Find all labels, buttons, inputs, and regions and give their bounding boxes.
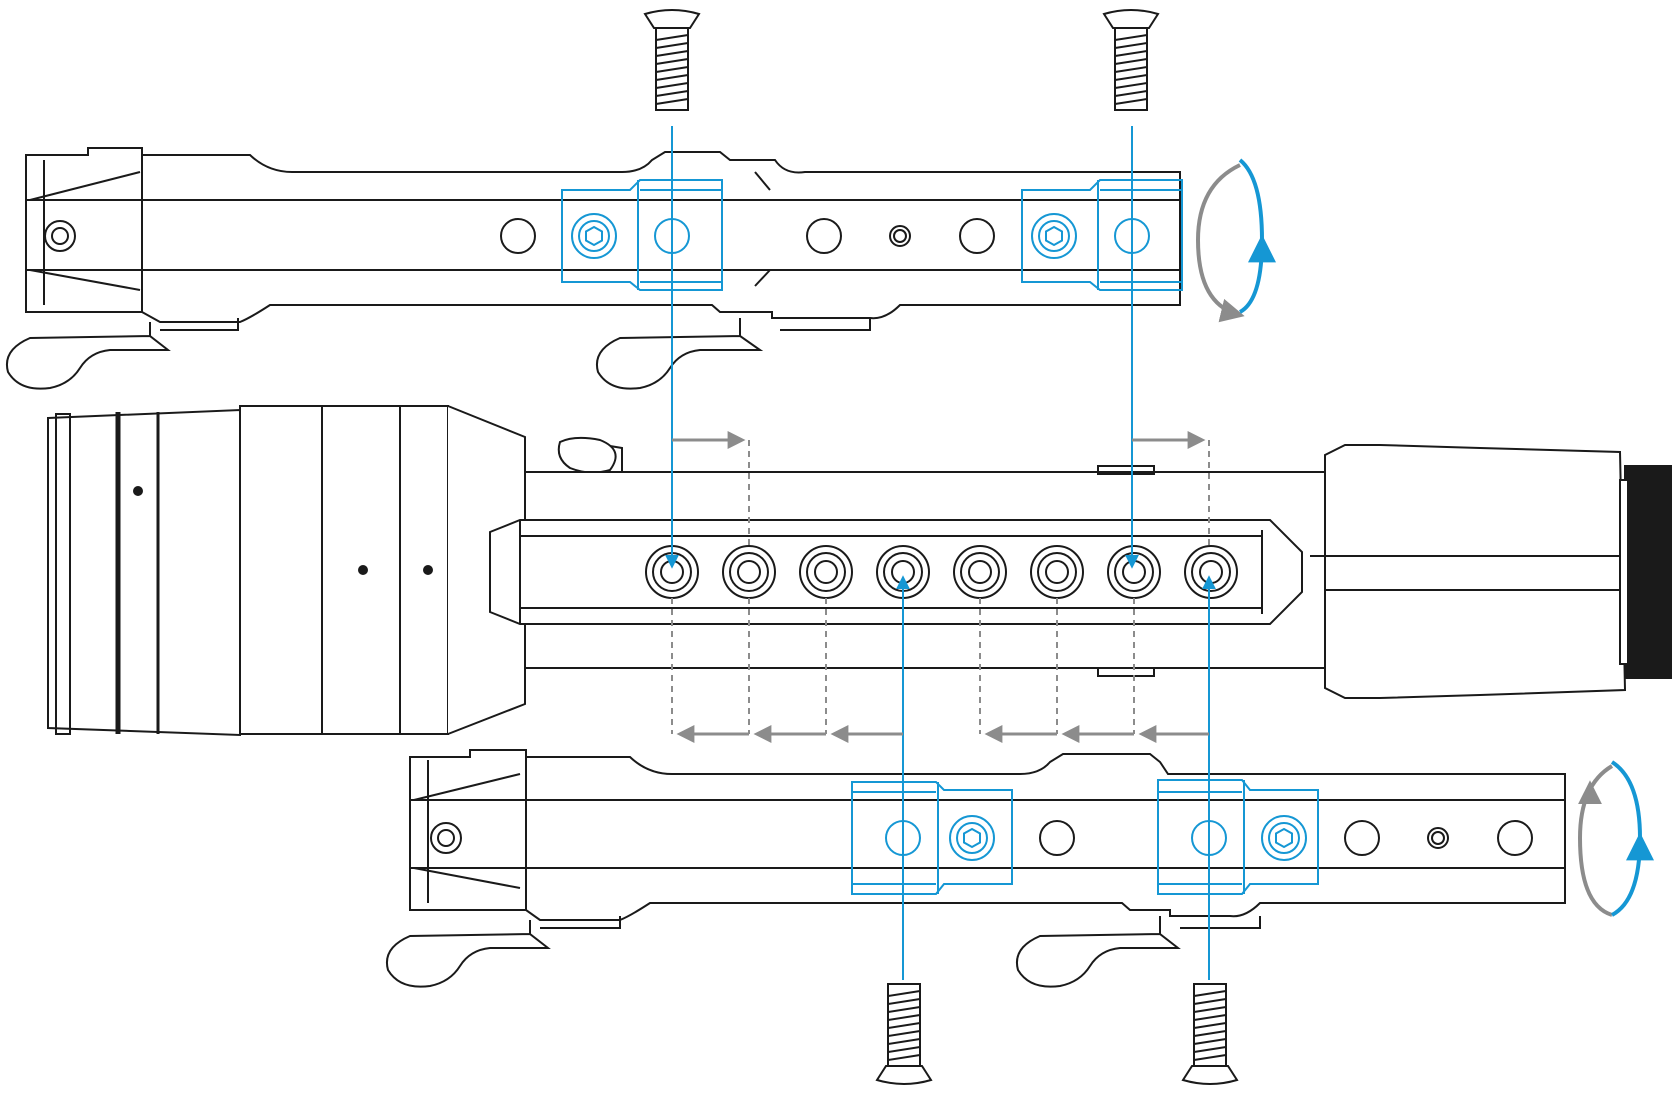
rail-hole-5 [953, 545, 1007, 599]
mounting-screws [643, 9, 1239, 1085]
position-guides [671, 440, 1210, 734]
alignment-guides [665, 126, 1216, 980]
scope-body [47, 405, 1672, 737]
rotate-icon [1577, 760, 1654, 917]
hex-icon [963, 827, 1293, 849]
objective-lens [47, 408, 241, 737]
screw-icon [1181, 983, 1239, 1085]
upper-mount-rail [6, 147, 1181, 390]
screw-icon [1102, 9, 1160, 111]
position-arrows [672, 431, 1209, 743]
lower-mount-rail [386, 749, 1566, 988]
hex-icon [585, 225, 1063, 247]
rail-hole-3 [799, 545, 853, 599]
screw-icon [643, 9, 701, 111]
rail-hole-8 [1184, 545, 1238, 599]
rotate-icon [1195, 158, 1276, 323]
eyepiece [1324, 444, 1627, 699]
lower-rail-clamps [851, 779, 1319, 895]
screw-icon [875, 983, 933, 1085]
upper-rail-clamps [561, 179, 1183, 291]
